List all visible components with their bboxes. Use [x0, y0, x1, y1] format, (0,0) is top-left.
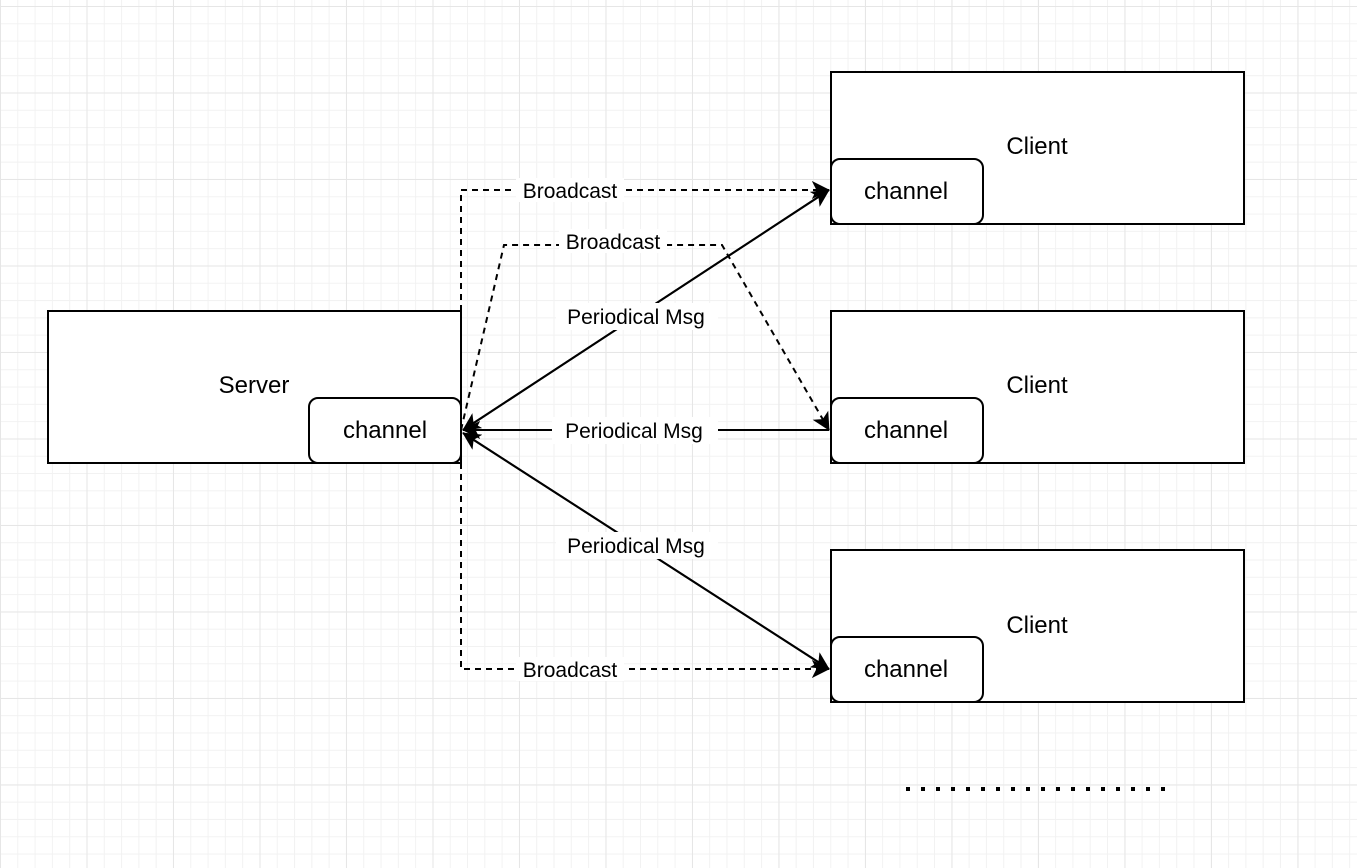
- periodical-label-bottom: Periodical Msg: [567, 535, 705, 558]
- client-label: Client: [1006, 612, 1068, 639]
- broadcast-label-top: Broadcast: [523, 180, 618, 203]
- periodical-label-middle: Periodical Msg: [565, 420, 703, 443]
- periodical-edge-bottom[interactable]: Periodical Msg: [462, 432, 830, 670]
- broadcast-edge-middle[interactable]: Broadcast: [460, 229, 830, 431]
- server-channel-label: channel: [343, 417, 427, 444]
- periodical-label-top: Periodical Msg: [567, 306, 705, 329]
- periodical-edge-middle[interactable]: Periodical Msg: [462, 417, 829, 444]
- client-channel-label: channel: [864, 417, 948, 444]
- client-channel-3[interactable]: channel: [830, 636, 984, 703]
- periodical-edge-top[interactable]: Periodical Msg: [462, 189, 830, 431]
- client-channel-label: channel: [864, 178, 948, 205]
- client-channel-1[interactable]: channel: [830, 158, 984, 225]
- server-label: Server: [219, 372, 290, 399]
- client-channel-label: channel: [864, 656, 948, 683]
- client-label: Client: [1006, 133, 1068, 160]
- broadcast-label-bottom: Broadcast: [523, 659, 618, 682]
- broadcast-edge-bottom[interactable]: Broadcast: [460, 463, 830, 682]
- broadcast-label-middle: Broadcast: [566, 231, 661, 254]
- client-node-3[interactable]: Client: [830, 549, 1245, 703]
- server-channel[interactable]: channel: [308, 397, 462, 464]
- client-channel-2[interactable]: channel: [830, 397, 984, 464]
- broadcast-edge-top[interactable]: Broadcast: [460, 178, 830, 311]
- client-label: Client: [1006, 372, 1068, 399]
- server-node[interactable]: Server: [47, 310, 462, 464]
